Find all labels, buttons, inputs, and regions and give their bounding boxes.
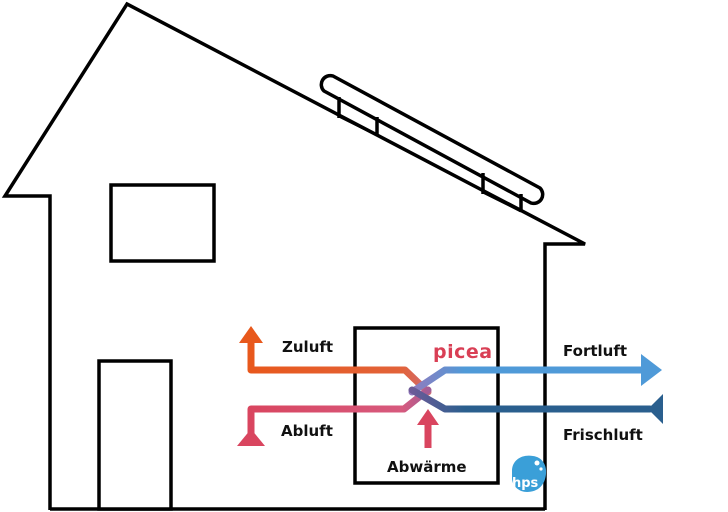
zuluft-arrowhead — [239, 326, 263, 343]
fortluft-arrowhead — [641, 354, 662, 386]
abluft-tail — [237, 429, 265, 446]
hps-logo: hps — [512, 455, 547, 492]
house-door — [97, 359, 173, 511]
solar-panel — [319, 73, 545, 213]
frischluft-flow — [408, 386, 663, 424]
label-fortluft: Fortluft — [563, 342, 627, 360]
abwaerme-arrow — [417, 409, 439, 448]
house-window — [109, 183, 216, 263]
label-zuluft: Zuluft — [282, 338, 333, 356]
svg-text:hps: hps — [512, 476, 539, 491]
fortluft-flow — [408, 354, 662, 396]
house-outline — [1, 1, 586, 510]
zuluft-flow — [239, 326, 432, 396]
label-abluft: Abluft — [281, 422, 333, 440]
label-frischluft: Frischluft — [563, 426, 643, 444]
picea-logo: picea — [433, 341, 493, 363]
frischluft-tail — [648, 394, 663, 424]
label-abwaerme: Abwärme — [387, 458, 467, 476]
abluft-flow — [237, 386, 432, 446]
